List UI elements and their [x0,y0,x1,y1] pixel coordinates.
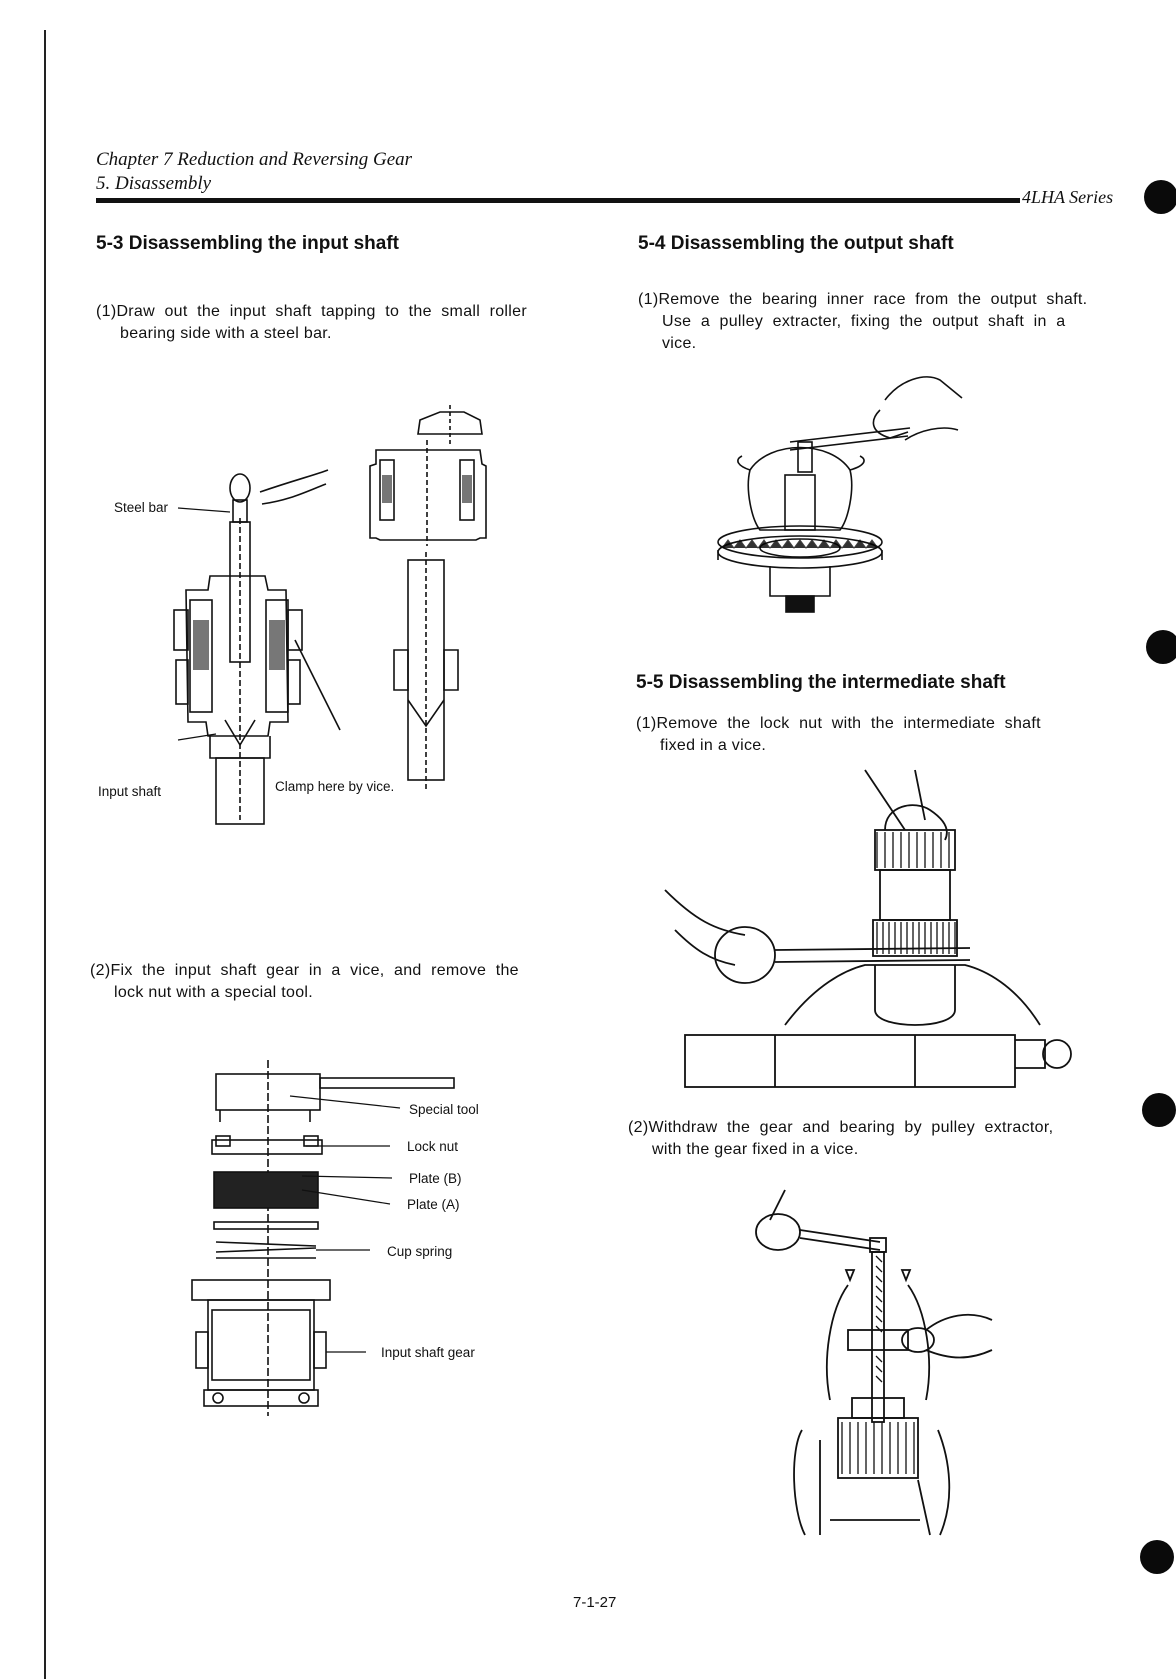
text-line: lock nut with a special tool. [114,984,314,1001]
text-line: (1)Remove the lock nut with the intermed… [636,715,1041,732]
section-5-3-heading: 5-3 Disassembling the input shaft [96,233,399,254]
text-line: vice. [662,335,697,352]
figure-output-shaft-extractor [717,370,1010,630]
punch-hole-dot [1140,1540,1174,1574]
step-5-5-1-text: (1)Remove the lock nut with the intermed… [636,713,1041,757]
text-line: bearing side with a steel bar. [120,325,332,342]
step-5-3-2-text: (2)Fix the input shaft gear in a vice, a… [90,960,519,1004]
series-label: 4LHA Series [1022,187,1114,207]
punch-hole-dot [1142,1093,1176,1127]
label-input-shaft-gear: Input shaft gear [381,1345,475,1360]
step-5-4-1-text: (1)Remove the bearing inner race from th… [638,289,1118,355]
label-special-tool: Special tool [409,1102,479,1117]
text-line: (1)Remove the bearing inner race from th… [638,291,1088,308]
label-steel-bar: Steel bar [114,500,169,515]
step-5-5-2-text: (2)Withdraw the gear and bearing by pull… [628,1117,1053,1161]
section-subtitle: 5. Disassembly [96,173,212,194]
label-input-shaft: Input shaft [98,784,162,799]
special-tool-illustration [191,1060,455,1416]
gear-extractor-illustration [755,1189,993,1536]
figure-intermediate-shaft-locknut [664,769,1085,1090]
label-cup-spring: Cup spring [387,1244,453,1259]
page-number: 7-1-27 [573,1594,617,1611]
intermediate-shaft-illustration [664,769,1072,1088]
binding-edge-line [44,30,46,1679]
section-5-4-heading: 5-4 Disassembling the output shaft [638,233,954,254]
label-plate-b: Plate (B) [409,1171,462,1186]
punch-hole-dot [1146,630,1176,664]
text-line: (2)Withdraw the gear and bearing by pull… [628,1119,1054,1136]
input-shaft-illustration [173,405,487,825]
figure-input-shaft-drift: Steel bar Input shaft Clamp here by vice… [90,400,560,850]
chapter-title: Chapter 7 Reduction and Reversing Gear [96,149,413,170]
text-line: Use a pulley extracter, fixing the outpu… [662,313,1066,330]
figure-special-tool-exploded: Special tool Lock nut Plate (B) Plate (A… [190,1060,530,1420]
text-line: (1)Draw out the input shaft tapping to t… [96,303,527,320]
step-5-3-1-text: (1)Draw out the input shaft tapping to t… [96,301,527,345]
label-lock-nut: Lock nut [407,1139,459,1154]
section-5-5-heading: 5-5 Disassembling the intermediate shaft [636,672,1006,693]
header-rule [96,198,1020,203]
label-clamp: Clamp here by vice. [275,779,395,794]
text-line: (2)Fix the input shaft gear in a vice, a… [90,962,519,979]
label-plate-a: Plate (A) [407,1197,460,1212]
punch-hole-dot [1144,180,1176,214]
output-shaft-illustration [717,376,963,613]
text-line: fixed in a vice. [660,737,767,754]
text-line: with the gear fixed in a vice. [652,1141,859,1158]
figure-gear-bearing-extractor [730,1189,1030,1540]
